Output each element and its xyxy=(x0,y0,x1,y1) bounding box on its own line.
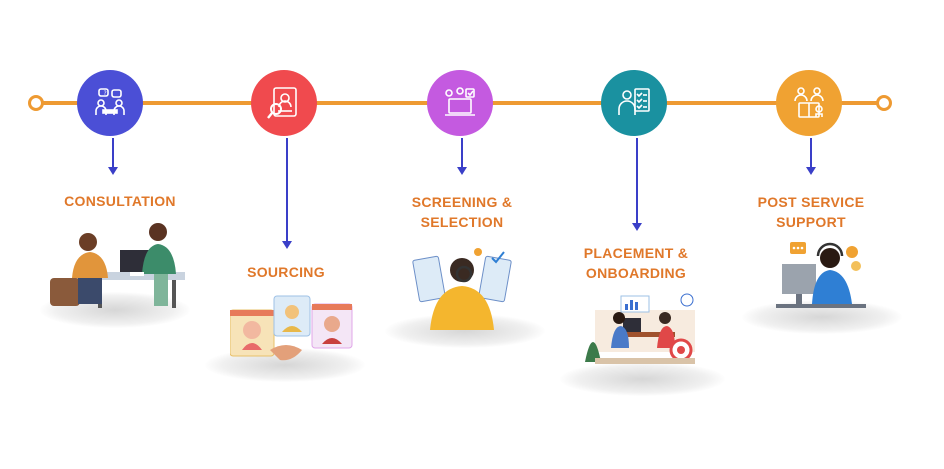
placement-illustration xyxy=(585,293,695,364)
meeting-icon: ? xyxy=(95,88,125,115)
laptop-review-icon xyxy=(445,87,475,116)
timeline-start-dot xyxy=(28,95,44,111)
consultation-illustration xyxy=(50,223,185,308)
step-consultation-arrow xyxy=(108,138,118,175)
step-screening-arrow xyxy=(457,138,467,175)
step-placement-arrow xyxy=(632,138,642,231)
step-support-arrow xyxy=(806,138,816,175)
step-sourcing-arrow xyxy=(282,138,292,249)
support-team-icon xyxy=(794,87,824,118)
step-placement-circle xyxy=(601,70,667,136)
screening-illustration xyxy=(412,248,512,330)
step-support-circle xyxy=(776,70,842,136)
step-screening-circle xyxy=(427,70,493,136)
step-sourcing-circle xyxy=(251,70,317,136)
resume-search-icon xyxy=(267,87,297,119)
step-screening-label: SCREENING & SELECTION xyxy=(411,194,513,230)
step-consultation-circle: ? xyxy=(77,70,143,136)
support-illustration xyxy=(776,242,866,308)
sourcing-illustration xyxy=(230,295,353,361)
step-sourcing-label: SOURCING xyxy=(247,264,325,280)
svg-text:?: ? xyxy=(104,90,107,97)
step-support-label: POST SERVICE SUPPORT xyxy=(757,194,865,230)
timeline-end-dot xyxy=(876,95,892,111)
step-placement-label: PLACEMENT & ONBOARDING xyxy=(583,245,689,281)
step-placement-shadow xyxy=(560,362,725,396)
checklist-person-icon xyxy=(618,88,650,115)
step-consultation-label: CONSULTATION xyxy=(64,193,176,209)
